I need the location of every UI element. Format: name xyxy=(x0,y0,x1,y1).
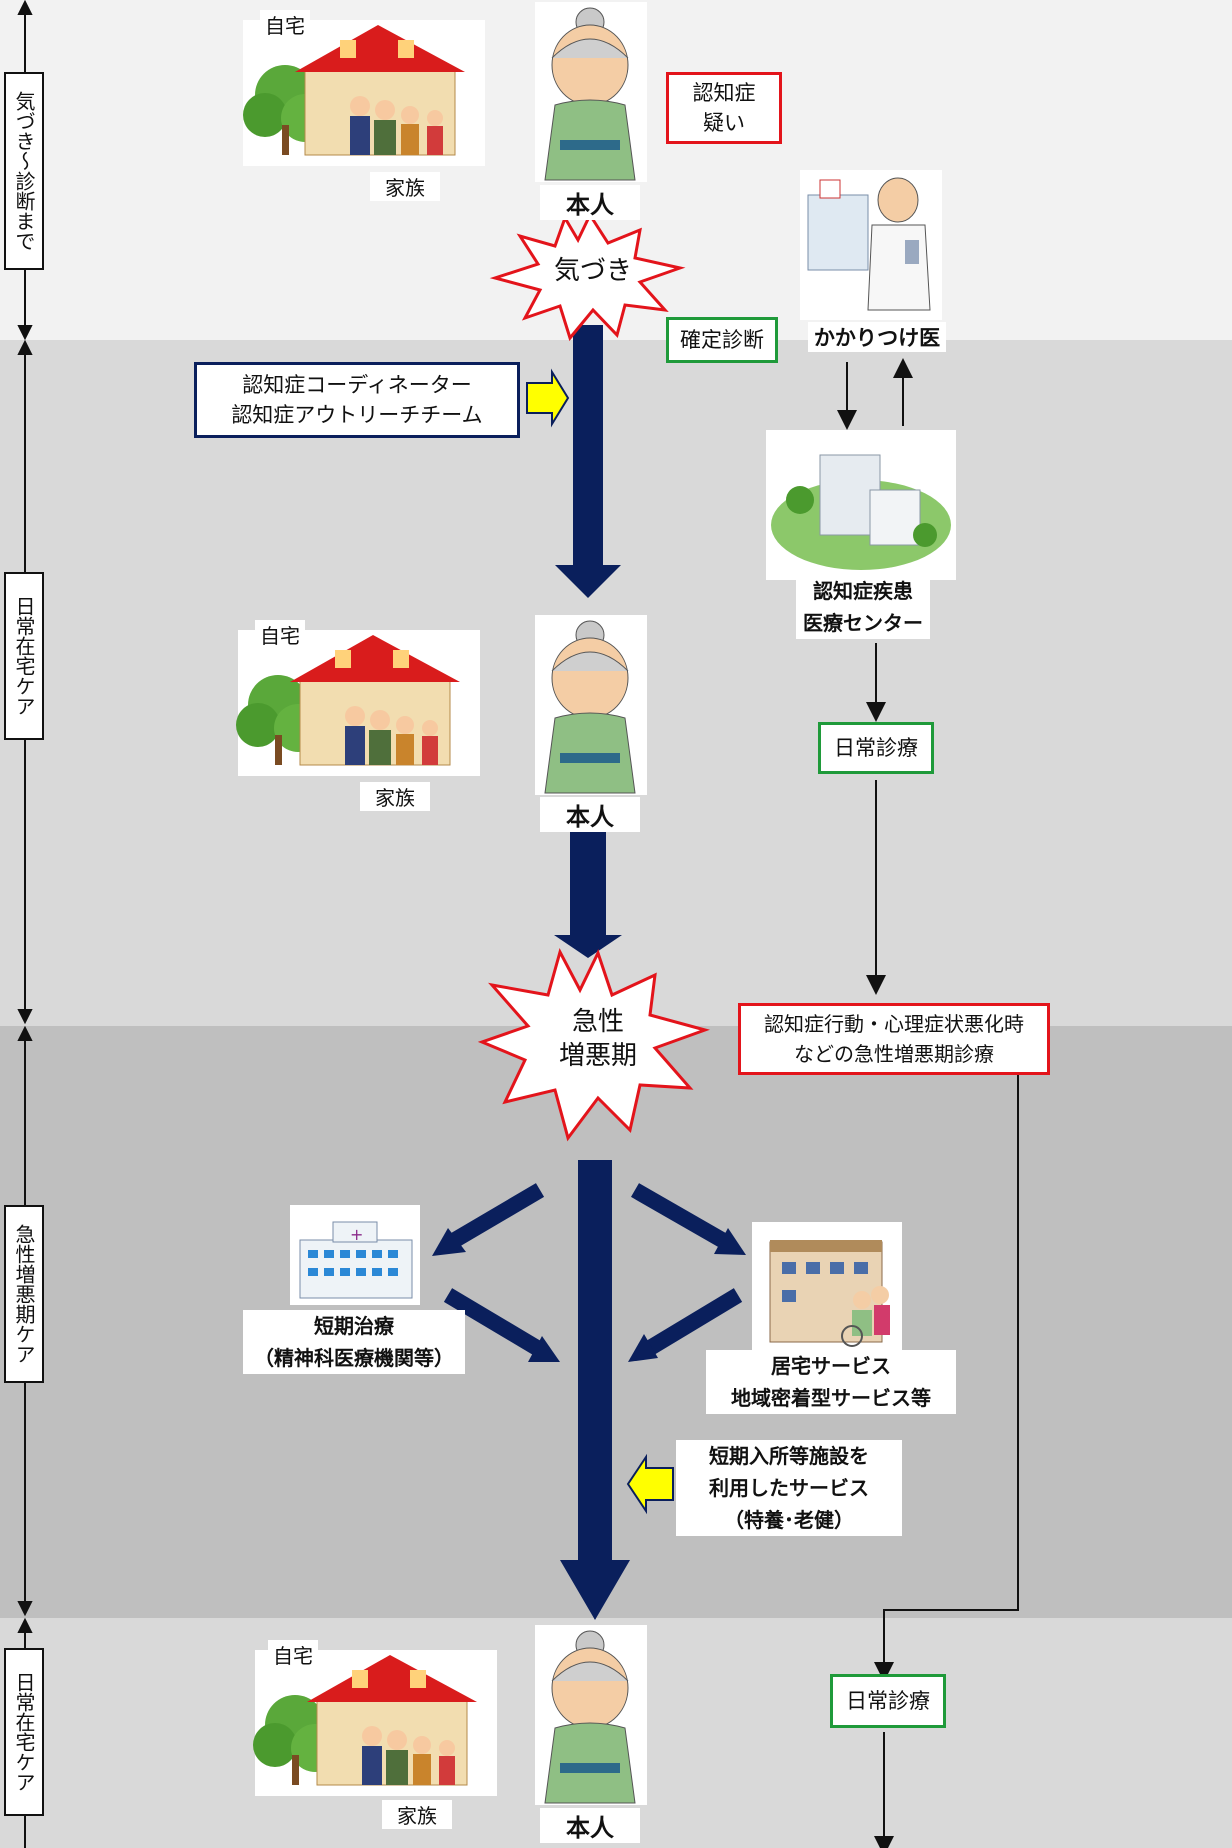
confirmed-diagnosis-box: 確定診断 xyxy=(666,317,778,363)
clinic-building-illustration: + xyxy=(290,1205,420,1305)
family-label-2: 家族 xyxy=(360,782,430,811)
home-service-label: 居宅サービス 地域密着型サービス等 xyxy=(706,1350,956,1414)
home-label-2: 自宅 xyxy=(255,620,305,649)
family-label-3: 家族 xyxy=(382,1800,452,1829)
branch-arrows xyxy=(432,1183,746,1362)
acute-care-box: 認知症行動・心理症状悪化時 などの急性増悪期診療 xyxy=(738,1003,1050,1075)
coordinator-box: 認知症コーディネーター 認知症アウトリーチチーム xyxy=(194,362,520,438)
short-treatment-label: 短期治療 （精神科医療機関等） xyxy=(243,1310,465,1374)
grandma-illustration-3 xyxy=(535,1625,647,1805)
medical-center-label: 認知症疾患 医療センター xyxy=(796,575,930,639)
daily-care-box-2: 日常診療 xyxy=(830,1674,946,1728)
house-family-illustration-1 xyxy=(243,20,485,166)
acute-burst xyxy=(477,947,710,1142)
person-label-2: 本人 xyxy=(540,797,640,832)
daily-care-box-1: 日常診療 xyxy=(818,722,934,774)
timeline-axis xyxy=(17,0,33,1848)
family-label-1: 家族 xyxy=(370,172,440,201)
hospital-complex-illustration xyxy=(766,430,956,580)
phase-label-daily-care-1: 日常在宅ケア xyxy=(4,572,44,740)
care-facility-illustration xyxy=(752,1222,902,1350)
notice-burst-label: 気づき xyxy=(553,256,632,286)
person-label-3: 本人 xyxy=(540,1808,640,1843)
dementia-suspect-box: 認知症 疑い xyxy=(666,72,782,144)
phase-label-notice: 気づき～診断まで xyxy=(4,72,44,270)
home-label-3: 自宅 xyxy=(268,1640,318,1669)
yellow-arrow-1 xyxy=(526,368,570,428)
grandma-illustration-1 xyxy=(535,2,647,182)
grandma-illustration-2 xyxy=(535,615,647,795)
home-label-1: 自宅 xyxy=(260,10,310,39)
acute-burst-label: 急性 増悪期 xyxy=(558,1007,637,1071)
yellow-arrow-2 xyxy=(626,1453,674,1515)
svg-text:+: + xyxy=(350,1225,363,1244)
notice-burst xyxy=(489,211,686,342)
main-flow-arrows xyxy=(554,325,630,1620)
person-label-1: 本人 xyxy=(540,185,640,220)
gp-label: かかりつけ医 xyxy=(808,322,946,352)
band-phase3 xyxy=(0,1026,1232,1618)
medical-connector-arrows xyxy=(837,358,1019,1848)
phase-label-daily-care-2: 日常在宅ケア xyxy=(4,1648,44,1816)
house-family-illustration-2 xyxy=(236,630,480,776)
short-stay-label: 短期入所等施設を 利用したサービス （特養･老健） xyxy=(676,1440,902,1536)
phase-label-acute-care: 急性増悪期ケア xyxy=(4,1205,44,1383)
doctor-clinic-illustration xyxy=(800,170,942,320)
house-family-illustration-3 xyxy=(253,1650,497,1796)
